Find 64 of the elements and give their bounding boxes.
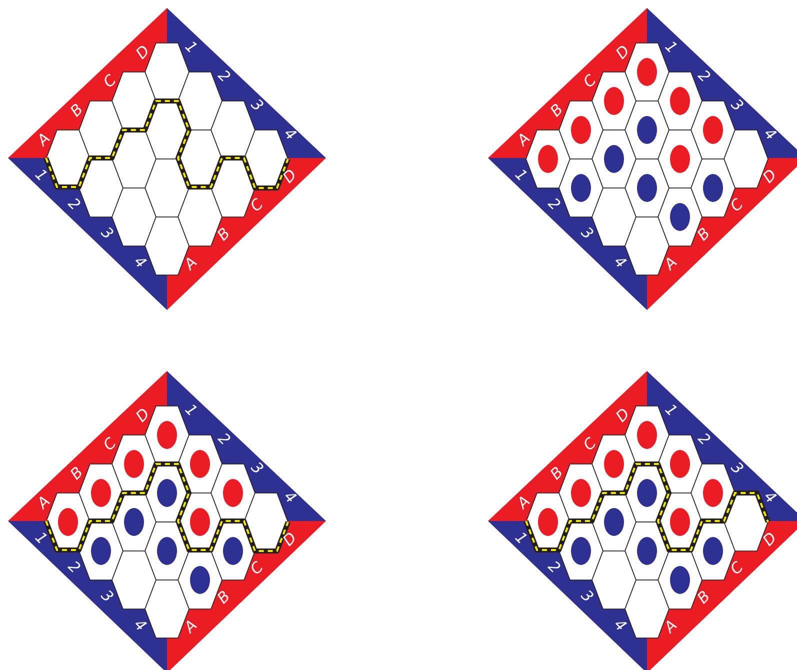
coordinate-label: 1 [31, 166, 51, 186]
coordinate-label: 2 [64, 194, 84, 214]
coordinate-label: 3 [727, 96, 747, 116]
coordinate-label: D [280, 530, 300, 550]
coordinate-label: 3 [577, 224, 597, 244]
coordinate-label: 3 [247, 458, 267, 478]
coordinate-label: D [280, 166, 300, 186]
coordinate-label: 3 [727, 458, 747, 478]
coordinate-label: C [247, 558, 267, 578]
coordinate-label: C [100, 434, 120, 454]
coordinate-label: 4 [610, 616, 630, 636]
coordinate-label: C [100, 72, 120, 92]
coordinate-label: 1 [511, 528, 531, 548]
coordinate-label: D [613, 42, 633, 62]
coordinate-label: B [694, 224, 714, 244]
coordinate-label: A [514, 492, 534, 512]
coordinate-label: C [580, 72, 600, 92]
coordinate-label: B [67, 464, 87, 484]
coordinate-label: 4 [760, 488, 780, 508]
coordinate-label: 1 [511, 166, 531, 186]
coordinate-label: B [214, 224, 234, 244]
coordinate-label: 3 [577, 586, 597, 606]
coordinate-label: 3 [97, 586, 117, 606]
coordinate-label: 2 [64, 558, 84, 578]
coordinate-label: A [34, 492, 54, 512]
coordinate-label: C [580, 434, 600, 454]
coordinate-label: 1 [661, 400, 681, 420]
coordinate-label: A [181, 616, 201, 636]
coordinate-label: B [547, 464, 567, 484]
coordinate-label: 2 [544, 558, 564, 578]
coordinate-label: 4 [280, 488, 300, 508]
coordinate-label: C [247, 196, 267, 216]
coordinate-label: B [214, 588, 234, 608]
coordinate-label: 2 [694, 430, 714, 450]
coordinate-label: C [727, 196, 747, 216]
coordinate-label: 4 [280, 124, 300, 144]
coordinate-label: 1 [181, 38, 201, 58]
coordinate-label: 4 [130, 616, 150, 636]
coordinate-label: 2 [214, 430, 234, 450]
coordinate-label: D [760, 530, 780, 550]
coordinate-label: 2 [694, 66, 714, 86]
coordinate-label: 3 [247, 96, 267, 116]
coordinate-label: 3 [97, 224, 117, 244]
coordinate-label: A [661, 616, 681, 636]
coordinate-label: A [181, 254, 201, 274]
coordinate-label: D [133, 406, 153, 426]
coordinate-label: 2 [214, 66, 234, 86]
coordinate-label: 1 [181, 400, 201, 420]
coordinate-label: A [514, 130, 534, 150]
coordinate-label: 2 [544, 194, 564, 214]
coordinate-label: 4 [760, 124, 780, 144]
coordinate-label: B [547, 100, 567, 120]
coordinate-label: D [760, 166, 780, 186]
coordinate-label: C [727, 558, 747, 578]
coordinate-label: A [34, 130, 54, 150]
coordinate-label: 4 [130, 252, 150, 272]
coordinate-label: B [67, 100, 87, 120]
coordinate-label: B [694, 588, 714, 608]
coordinate-label: D [133, 42, 153, 62]
coordinate-label: D [613, 406, 633, 426]
coordinate-label: 1 [661, 38, 681, 58]
coordinate-label: 1 [31, 528, 51, 548]
coordinate-label: 4 [610, 252, 630, 272]
coordinate-label: A [661, 254, 681, 274]
